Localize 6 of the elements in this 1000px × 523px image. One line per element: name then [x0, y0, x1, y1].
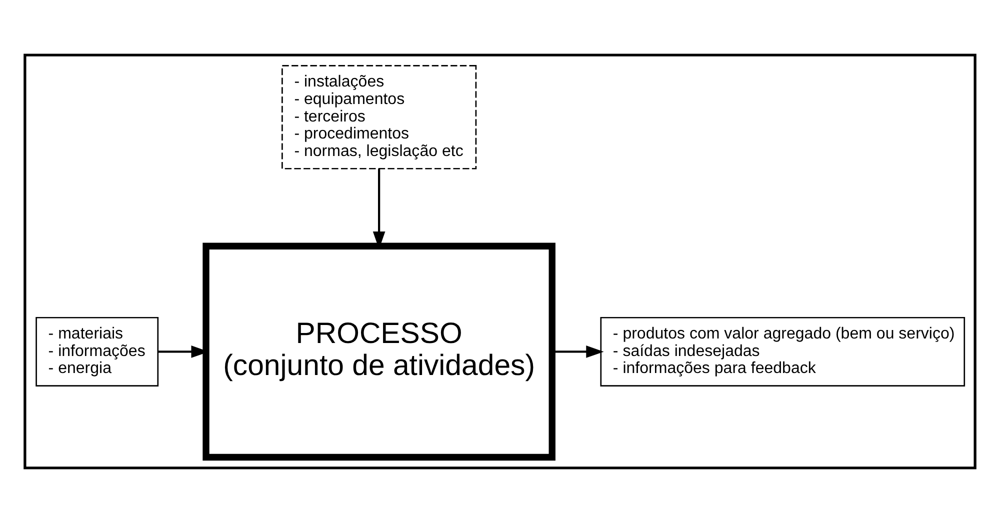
arrow	[552, 346, 604, 358]
node-box: - produtos com valor agregado (bem ou serviço) - saídas indesejadas - informações para feedback	[600, 316, 966, 386]
cluster	[24, 54, 976, 470]
node-box: - instalações - equipamentos - terceiros - procedimentos - normas, legislação etc	[282, 65, 477, 170]
node-box: - materiais - informações - energia	[36, 316, 159, 386]
node-box: PROCESSO (conjunto de atividades)	[202, 242, 556, 461]
